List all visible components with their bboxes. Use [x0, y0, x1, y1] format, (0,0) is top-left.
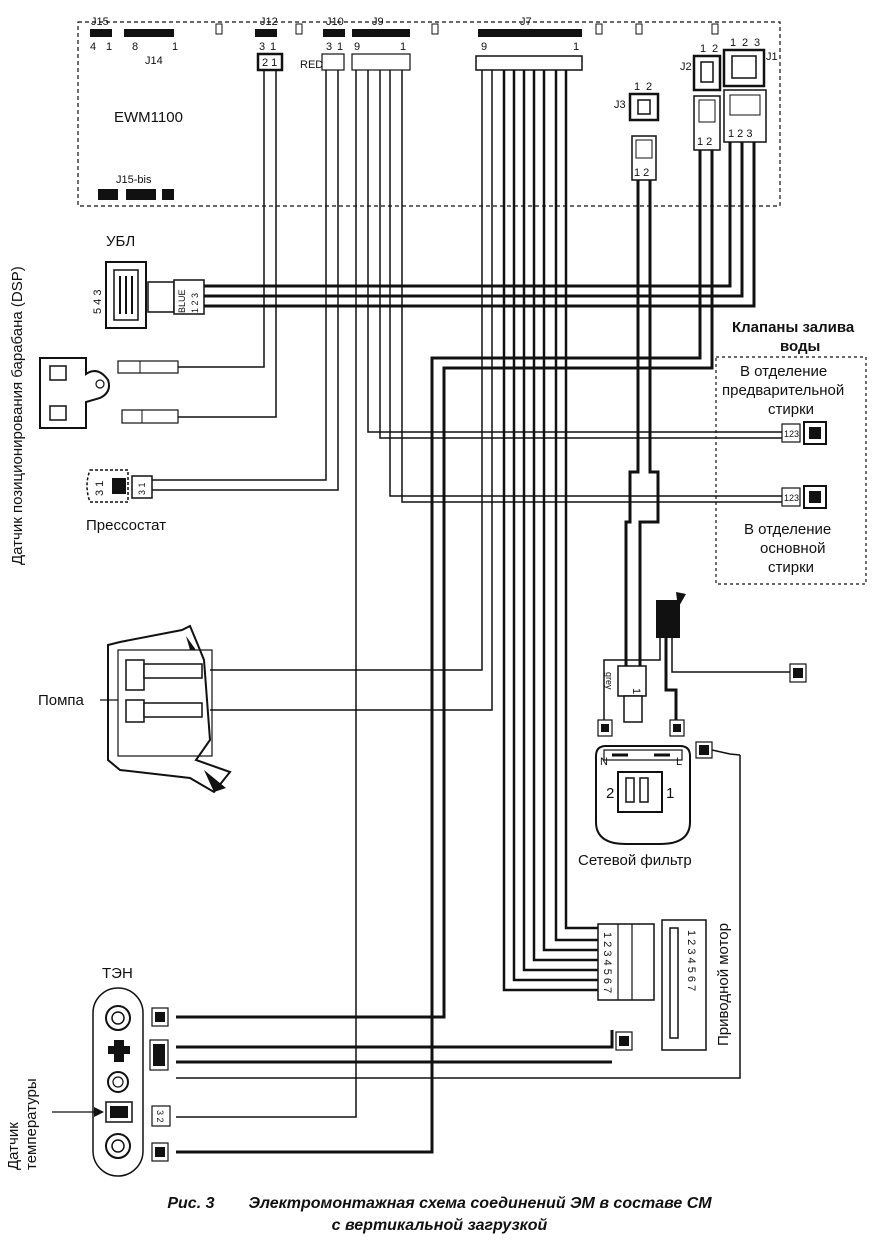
filter-pin-right: 1 — [666, 785, 674, 802]
j15-pin-4: 4 — [90, 41, 96, 53]
j1-pin-1: 1 — [730, 37, 736, 49]
j1-plug-pins: 1 2 3 — [728, 128, 752, 140]
motor-pins: 1 2 3 4 5 6 7 — [685, 930, 697, 991]
board-name: EWM1100 — [114, 109, 183, 126]
j1-pin-2: 2 — [742, 37, 748, 49]
j15bis-label: J15-bis — [116, 174, 152, 186]
caption-line1: Рис. 3 Электромонтажная схема соединений … — [0, 1193, 879, 1215]
j15-pin-1: 1 — [106, 41, 112, 53]
j10-pin-3: 3 — [326, 41, 332, 53]
valves-title-line2: воды — [780, 338, 820, 355]
filter-wire-color: grey — [604, 672, 614, 690]
temp-sensor-label-line2: температуры — [23, 1078, 40, 1170]
pressostat-label: Прессостат — [86, 517, 166, 534]
control-board-ewm1100: EWM1100 J15 4 1 8 1 J14 J12 3 1 2 1 J10 … — [77, 16, 781, 207]
j7-pin-1: 1 — [573, 41, 579, 53]
heater: ТЭН 3 2 — [92, 965, 633, 1177]
j3-plug-pins: 1 2 — [634, 167, 649, 179]
filter-n-label: N — [600, 756, 608, 768]
j12-pin-3: 3 — [259, 41, 265, 53]
temperature-sensor: Датчик температуры — [5, 1078, 104, 1170]
pressostat-plug-pins: 3 1 — [137, 482, 147, 495]
figure-caption: Рис. 3 Электромонтажная схема соединений … — [0, 1193, 879, 1237]
valves-title-line1: Клапаны залива — [732, 319, 855, 336]
j2-label: J2 — [680, 61, 692, 73]
j9-label: J9 — [372, 16, 384, 28]
pump-label: Помпа — [38, 692, 85, 709]
drive-motor: 1 2 3 4 5 6 7 1 2 3 4 5 6 7 Приводной мо… — [597, 919, 732, 1051]
j14-label: J14 — [145, 55, 163, 67]
j7-label: J7 — [520, 16, 532, 28]
j12-plug-pins: 2 1 — [262, 57, 277, 69]
caption-line2: с вертикальной загрузкой — [331, 1217, 548, 1234]
j3-pin-2: 2 — [646, 81, 652, 93]
j2-plug-pins: 1 2 — [697, 136, 712, 148]
j2-pin-2: 2 — [712, 43, 718, 55]
valve-main-plug-pins: 123 — [784, 493, 799, 503]
drain-pump: Помпа — [38, 624, 232, 794]
j14-pin-1: 1 — [172, 41, 178, 53]
j14-pin-8: 8 — [132, 41, 138, 53]
filter-pin-left: 2 — [606, 785, 614, 802]
j9-pin-1: 1 — [400, 41, 406, 53]
pressostat-pins: 3 1 — [94, 481, 106, 496]
j3-label: J3 — [614, 99, 626, 111]
j10-wire-color: RED — [300, 59, 323, 71]
ubl-label: УБЛ — [106, 233, 135, 250]
ubl-plug-pins: 1 2 3 — [190, 293, 200, 313]
valve-prewash-line1: В отделение — [740, 363, 827, 380]
j10-label: J10 — [326, 16, 344, 28]
mains-filter: 1 2 grey N L 2 1 Сетевой фильтр — [578, 592, 807, 869]
valve-main-line3: стирки — [768, 559, 814, 576]
j7-pin-9: 9 — [481, 41, 487, 53]
mains-filter-label: Сетевой фильтр — [578, 852, 692, 869]
dsp-label: Датчик позиционирования барабана (DSP) — [9, 266, 26, 565]
j10-pin-1: 1 — [337, 41, 343, 53]
j9-pin-9: 9 — [354, 41, 360, 53]
j1-label: J1 — [766, 51, 778, 63]
caption-text-line1: Электромонтажная схема соединений ЭМ в с… — [248, 1195, 712, 1212]
wire-bundle — [152, 70, 788, 1154]
motor-plug-pins: 1 2 3 4 5 6 7 — [601, 932, 613, 993]
valve-prewash-line2: предварительной — [722, 382, 844, 399]
ubl-pins: 5 4 3 — [92, 290, 104, 314]
j12-pin-1: 1 — [270, 41, 276, 53]
filter-l-label: L — [676, 756, 682, 768]
valve-main-line1: В отделение — [744, 521, 831, 538]
door-lock-ubl: УБЛ 5 4 3 BLUE 1 2 3 — [92, 233, 205, 329]
temp-sensor-plug-pins: 3 2 — [155, 1110, 165, 1123]
pressure-switch: 3 1 3 1 Прессостат — [86, 469, 166, 534]
j1-pin-3: 3 — [754, 37, 760, 49]
heater-label: ТЭН — [102, 965, 133, 982]
j15-label: J15 — [91, 16, 109, 28]
drum-position-sensor-dsp: Датчик позиционирования барабана (DSP) — [9, 266, 179, 565]
water-valves: Клапаны залива воды В отделение предвари… — [715, 319, 867, 585]
valve-prewash-line3: стирки — [768, 401, 814, 418]
j3-pin-1: 1 — [634, 81, 640, 93]
valve-main-line2: основной — [760, 540, 825, 557]
figure-number: Рис. 3 — [167, 1195, 215, 1212]
temp-sensor-label-line1: Датчик — [5, 1122, 22, 1170]
valve-prewash-plug-pins: 123 — [784, 429, 799, 439]
j12-label: J12 — [260, 16, 278, 28]
ubl-wire-color: BLUE — [177, 289, 187, 313]
motor-label: Приводной мотор — [715, 923, 732, 1046]
j2-pin-1: 1 — [700, 43, 706, 55]
